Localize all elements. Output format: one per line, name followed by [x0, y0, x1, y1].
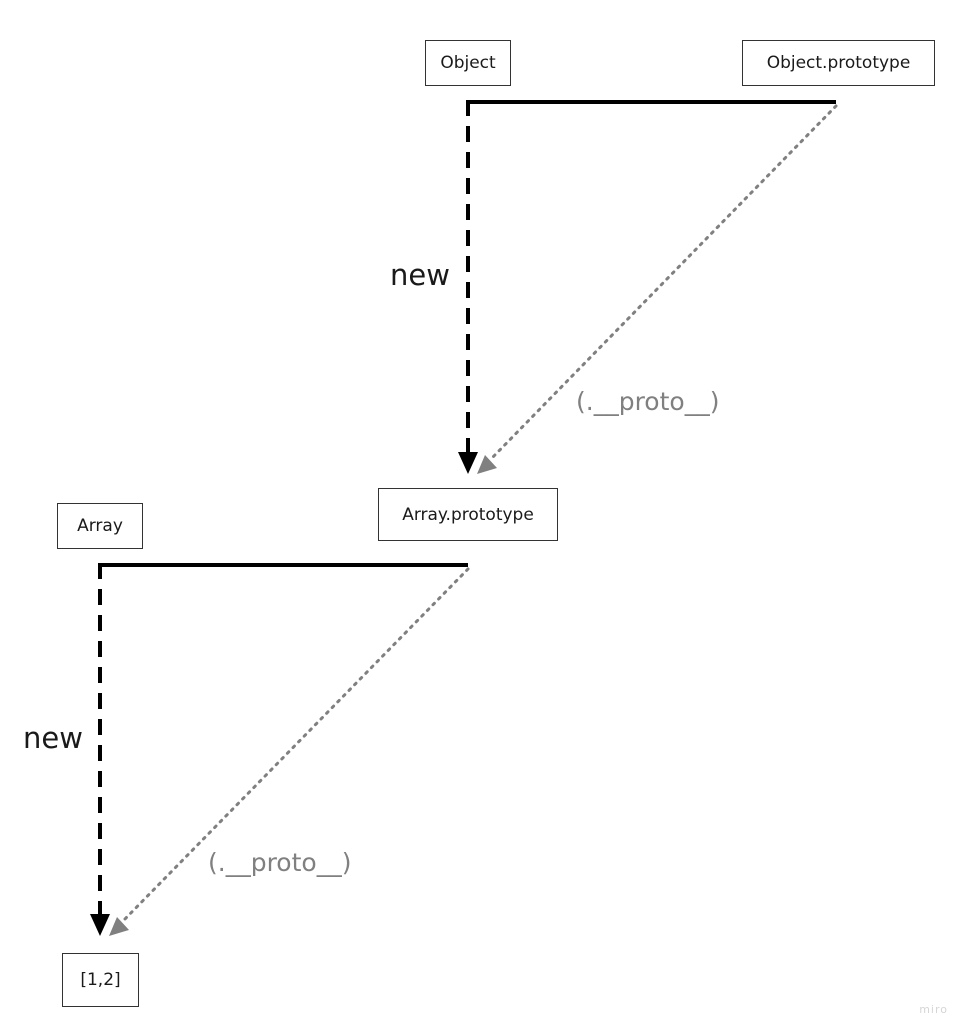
node-array-instance[interactable]: [1,2] — [62, 953, 139, 1007]
node-object-label: Object — [440, 53, 496, 73]
object-proto-dotted-arrow — [490, 104, 838, 460]
array-new-label: new — [23, 721, 83, 755]
node-object[interactable]: Object — [425, 40, 511, 86]
array-new-arrowhead — [90, 914, 110, 936]
object-proto-label: (.__proto__) — [576, 387, 720, 416]
node-array-prototype-label: Array.prototype — [402, 504, 534, 525]
node-array[interactable]: Array — [57, 503, 143, 549]
object-new-label: new — [390, 258, 450, 292]
array-proto-dotted-arrow — [122, 567, 470, 922]
node-array-label: Array — [77, 516, 123, 536]
miro-watermark: miro — [919, 1003, 948, 1016]
node-array-prototype[interactable]: Array.prototype — [378, 488, 558, 541]
object-proto-arrowhead — [477, 455, 497, 474]
array-proto-arrowhead — [109, 917, 129, 936]
array-proto-label: (.__proto__) — [208, 848, 352, 877]
node-array-instance-label: [1,2] — [80, 970, 121, 990]
node-object-prototype[interactable]: Object.prototype — [742, 40, 935, 86]
object-new-arrowhead — [458, 452, 478, 474]
node-object-prototype-label: Object.prototype — [766, 53, 911, 73]
